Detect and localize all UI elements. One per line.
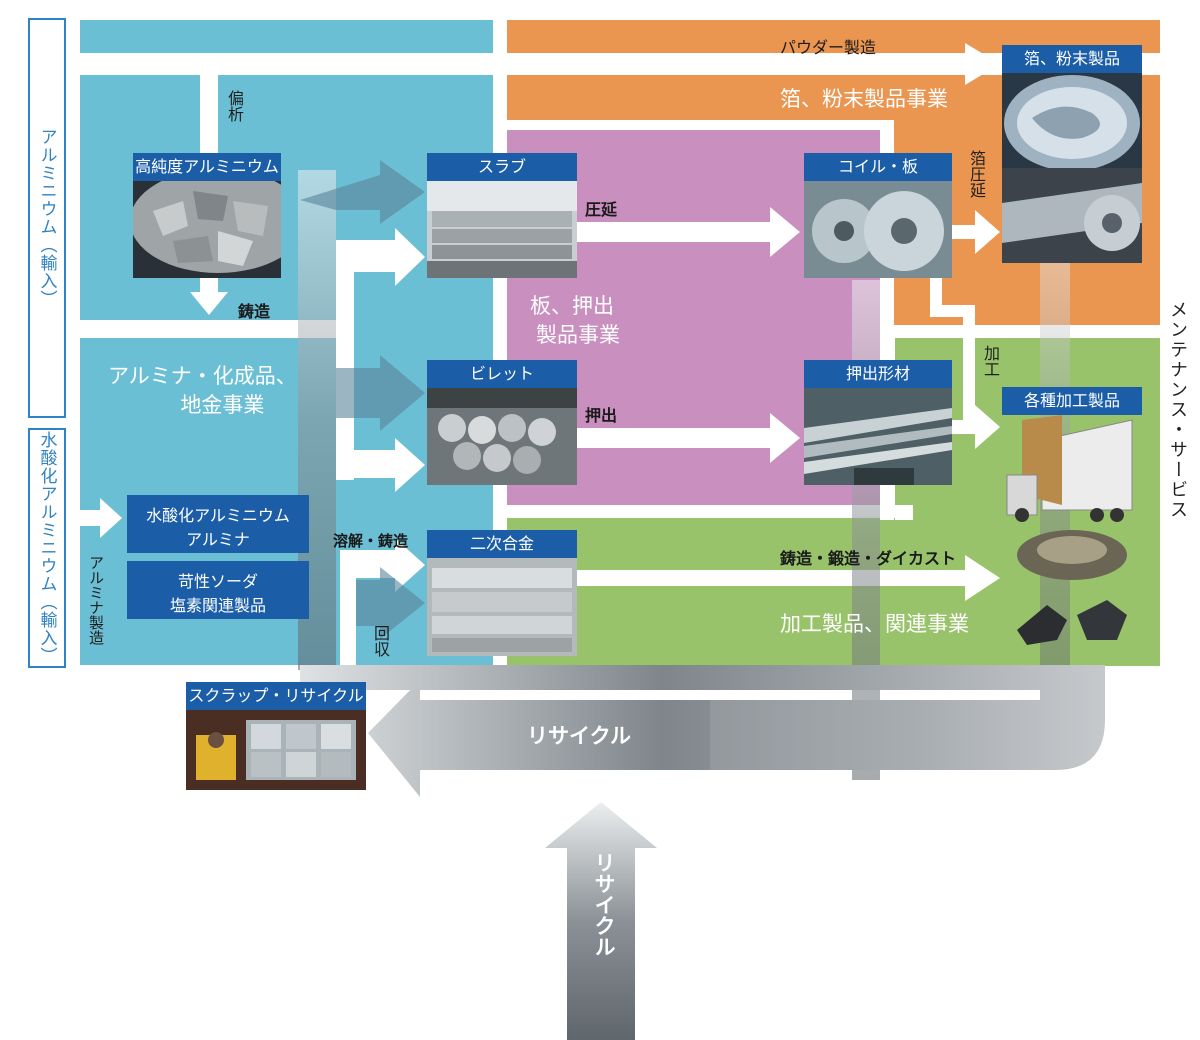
scrap-recycle-image xyxy=(186,710,366,790)
hydroxide-import-label-box: 水酸化アルミニウム（輸入） xyxy=(28,428,66,668)
extruding-label: 押出 xyxy=(585,406,618,425)
alumina-business-label: アルミナ・化成品、 地金事業 xyxy=(108,362,297,420)
aluminium-import-label-box: アルミニウム（輸入） xyxy=(28,18,66,418)
caustic-line1: 苛性ソーダ xyxy=(177,572,258,591)
processed-products-image xyxy=(1006,415,1133,645)
rolling-label: 圧延 xyxy=(585,200,618,219)
billet-header: ビレット xyxy=(427,360,577,388)
blue-region-top xyxy=(80,20,493,53)
coil-plate-header: コイル・板 xyxy=(804,153,952,181)
processed-business-label: 加工製品、関連事業 xyxy=(780,612,969,636)
alumina-business-line2: 地金事業 xyxy=(180,393,265,417)
caustic-line2: 塩素関連製品 xyxy=(169,596,266,615)
segregation-label: 偏析 xyxy=(225,90,244,122)
high-purity-aluminium-header: 高純度アルミニウム xyxy=(133,153,281,181)
scrap-recycle-header: スクラップ・リサイクル xyxy=(186,682,366,710)
billet-image xyxy=(427,388,577,485)
alumina-business-line1: アルミナ・化成品、 xyxy=(108,364,297,388)
melt-cast-label: 溶解・鋳造 xyxy=(333,532,409,550)
foil-rolling-label: 箔圧延 xyxy=(967,150,986,198)
hydroxide-line2: アルミナ xyxy=(186,530,250,549)
plate-extrusion-line2: 製品事業 xyxy=(536,323,620,347)
foil-powder-business-label: 箔、粉末製品事業 xyxy=(780,87,948,111)
recycle-horizontal-label: リサイクル xyxy=(527,724,631,748)
slab-header: スラブ xyxy=(427,153,577,181)
hydroxide-line1: 水酸化アルミニウム xyxy=(146,506,290,525)
plate-extrusion-line1: 板、押出 xyxy=(530,294,614,318)
recycle-vertical-label: リサイクル xyxy=(592,852,616,957)
extrusion-header: 押出形材 xyxy=(804,360,952,388)
hydroxide-import-label: 水酸化アルミニウム（輸入） xyxy=(36,431,57,665)
processing-label: 加工 xyxy=(981,345,1000,377)
high-purity-aluminium-image xyxy=(133,181,281,278)
secondary-alloy-image xyxy=(427,558,577,656)
processed-products-header: 各種加工製品 xyxy=(1002,387,1142,415)
secondary-alloy-header: 二次合金 xyxy=(427,530,577,558)
coil-plate-image xyxy=(804,181,952,278)
aluminium-import-label: アルミニウム（輸入） xyxy=(36,128,57,308)
hydroxide-alumina-panel: 水酸化アルミニウム アルミナ xyxy=(127,495,309,553)
powder-manufacturing-label: パウダー製造 xyxy=(780,38,877,57)
caustic-chlorine-panel: 苛性ソーダ 塩素関連製品 xyxy=(127,561,309,619)
extrusion-image xyxy=(804,388,952,485)
maintenance-service-label: メンテナンス・サービス xyxy=(1167,300,1188,520)
alumina-manufacturing-label: アルミナ製造 xyxy=(87,555,105,645)
casting-label: 鋳造 xyxy=(238,302,271,321)
foil-powder-image xyxy=(1002,73,1142,263)
plate-extrusion-business-label: 板、押出 製品事業 xyxy=(530,292,626,350)
recovery-label: 回収 xyxy=(371,625,390,657)
cast-forge-diecast-label: 鋳造・鍛造・ダイカスト xyxy=(780,549,957,568)
foil-powder-header: 箔、粉末製品 xyxy=(1002,45,1142,73)
slab-image xyxy=(427,181,577,278)
